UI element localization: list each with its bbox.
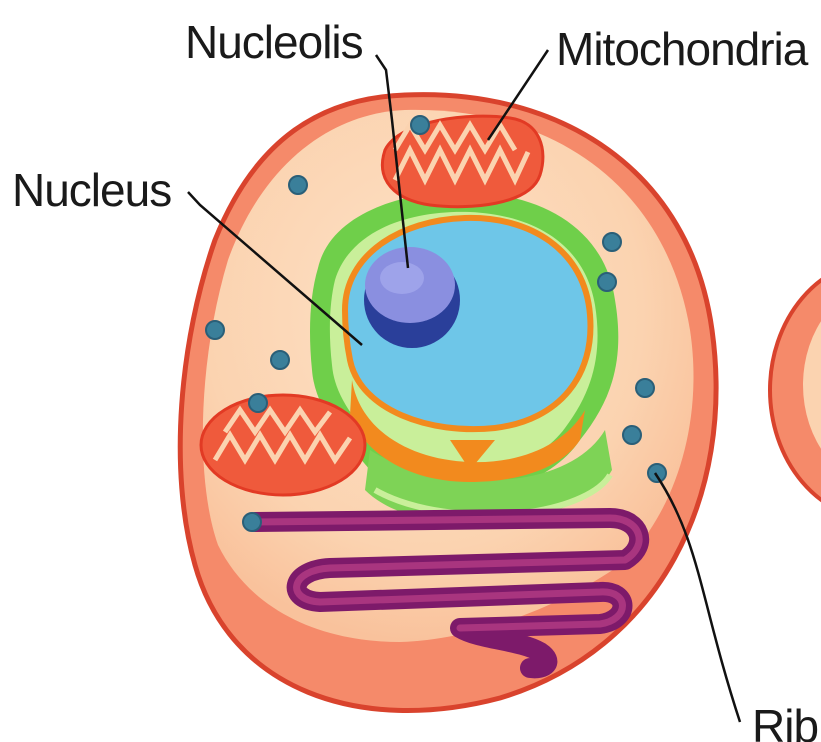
label-nucleolis: Nucleolis bbox=[185, 16, 363, 68]
label-nucleus: Nucleus bbox=[12, 164, 171, 216]
nucleolus bbox=[364, 247, 460, 348]
label-mitochondria: Mitochondria bbox=[556, 23, 809, 75]
mitochondrion-left bbox=[201, 395, 365, 495]
label-ribosome: Rib bbox=[752, 700, 818, 742]
mitochondrion-top bbox=[382, 116, 542, 207]
cell bbox=[180, 95, 716, 711]
neighbor-cell bbox=[770, 260, 821, 520]
